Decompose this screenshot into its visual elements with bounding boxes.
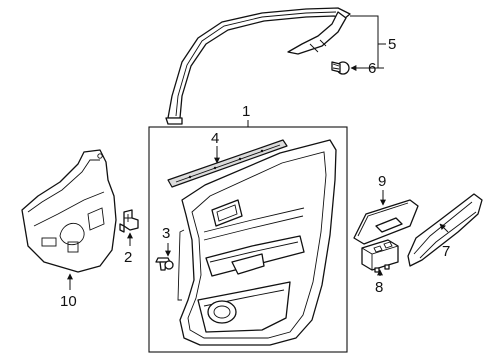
clip-part bbox=[331, 61, 350, 75]
callout-5: 5 bbox=[388, 36, 396, 53]
belt-molding-part bbox=[167, 139, 288, 188]
callout-4: 4 bbox=[211, 130, 219, 147]
callout-2: 2 bbox=[124, 249, 132, 266]
window-switch-part bbox=[361, 239, 399, 273]
callout-3: 3 bbox=[162, 225, 170, 242]
callout-6: 6 bbox=[368, 60, 376, 77]
callout-7: 7 bbox=[442, 243, 450, 260]
retainer-bracket-part bbox=[119, 209, 139, 233]
switch-bezel-part bbox=[353, 199, 419, 245]
screw-part bbox=[155, 257, 174, 271]
armrest-cover-part bbox=[407, 193, 483, 267]
callout-10: 10 bbox=[60, 293, 77, 310]
callout-9: 9 bbox=[378, 173, 386, 190]
leader-arrow-7 bbox=[439, 223, 449, 233]
window-run-channel-part bbox=[165, 7, 351, 125]
door-trim-panel-part bbox=[177, 139, 337, 346]
callout-8: 8 bbox=[375, 279, 383, 296]
callout-1: 1 bbox=[242, 103, 250, 120]
watershield-part bbox=[21, 149, 117, 273]
leader-lines-5-6 bbox=[350, 15, 386, 71]
